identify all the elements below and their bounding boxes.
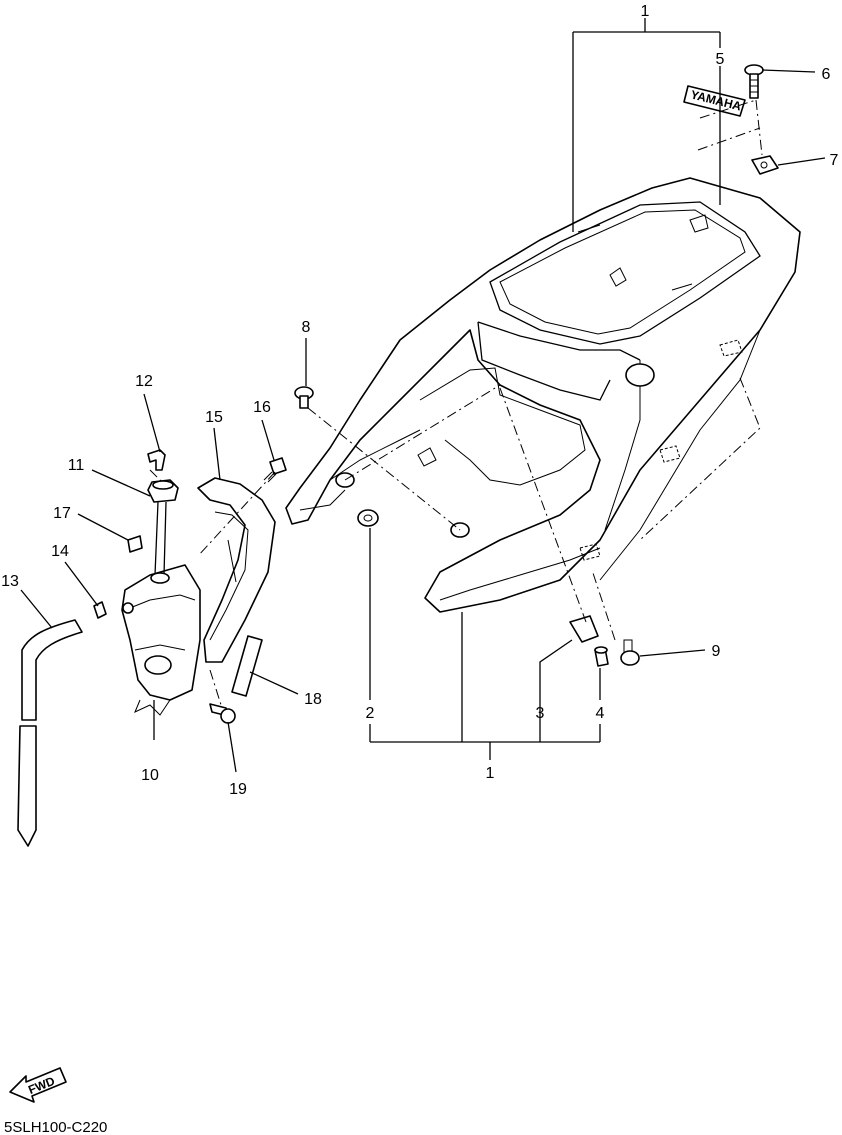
callout-18: 18: [304, 691, 322, 708]
callout-16: 16: [253, 399, 271, 416]
callout-17: 17: [53, 505, 71, 522]
callout-14: 14: [51, 543, 69, 560]
grommet-8: [294, 386, 314, 409]
screw-6: [744, 64, 764, 99]
side-panel-15: [197, 477, 276, 663]
callout-5: 5: [716, 51, 725, 68]
callout-15: 15: [205, 409, 223, 426]
clip-3: [569, 615, 599, 643]
callout-6: 6: [822, 66, 831, 83]
nut-4: [594, 646, 609, 667]
callout-10: 10: [141, 767, 159, 784]
callout-4: 4: [596, 705, 605, 722]
callout-1-bottom: 1: [486, 765, 495, 782]
nut-7: [751, 155, 779, 175]
callout-8: 8: [302, 319, 311, 336]
diagram-code: 5SLH100-C220: [4, 1119, 107, 1135]
callout-12: 12: [135, 373, 153, 390]
callout-19: 19: [229, 781, 247, 798]
tail-cowling: [285, 177, 801, 613]
yamaha-emblem: YAMAHA: [683, 85, 746, 117]
callout-11: 11: [68, 457, 85, 474]
fwd-label: FWD: [26, 1074, 57, 1097]
assembly-lines: [149, 99, 763, 709]
callout-1-top: 1: [641, 3, 650, 20]
fwd-arrow-icon: FWD: [9, 1067, 67, 1103]
bolt-9: [620, 639, 640, 666]
callout-3: 3: [536, 705, 545, 722]
strip-18: [231, 635, 263, 697]
callout-9: 9: [712, 643, 721, 660]
callout-labels: 1 1 2 3 4 5 6 7 8 9 10 11 12 13 14 15 16…: [1, 3, 838, 798]
clamp-17: [127, 535, 143, 553]
cap-11: [147, 479, 179, 584]
bolt-16: [263, 457, 287, 483]
leader-lines: [20, 18, 826, 773]
fitting-12: [147, 449, 166, 471]
bolt-19: [209, 703, 236, 724]
callout-7: 7: [830, 152, 839, 169]
callout-2: 2: [366, 705, 375, 722]
rear-fender-10: [121, 564, 201, 716]
callout-13: 13: [1, 573, 19, 590]
washer-2: [357, 509, 379, 527]
clip-14: [93, 601, 107, 619]
hose-13: [17, 619, 83, 847]
